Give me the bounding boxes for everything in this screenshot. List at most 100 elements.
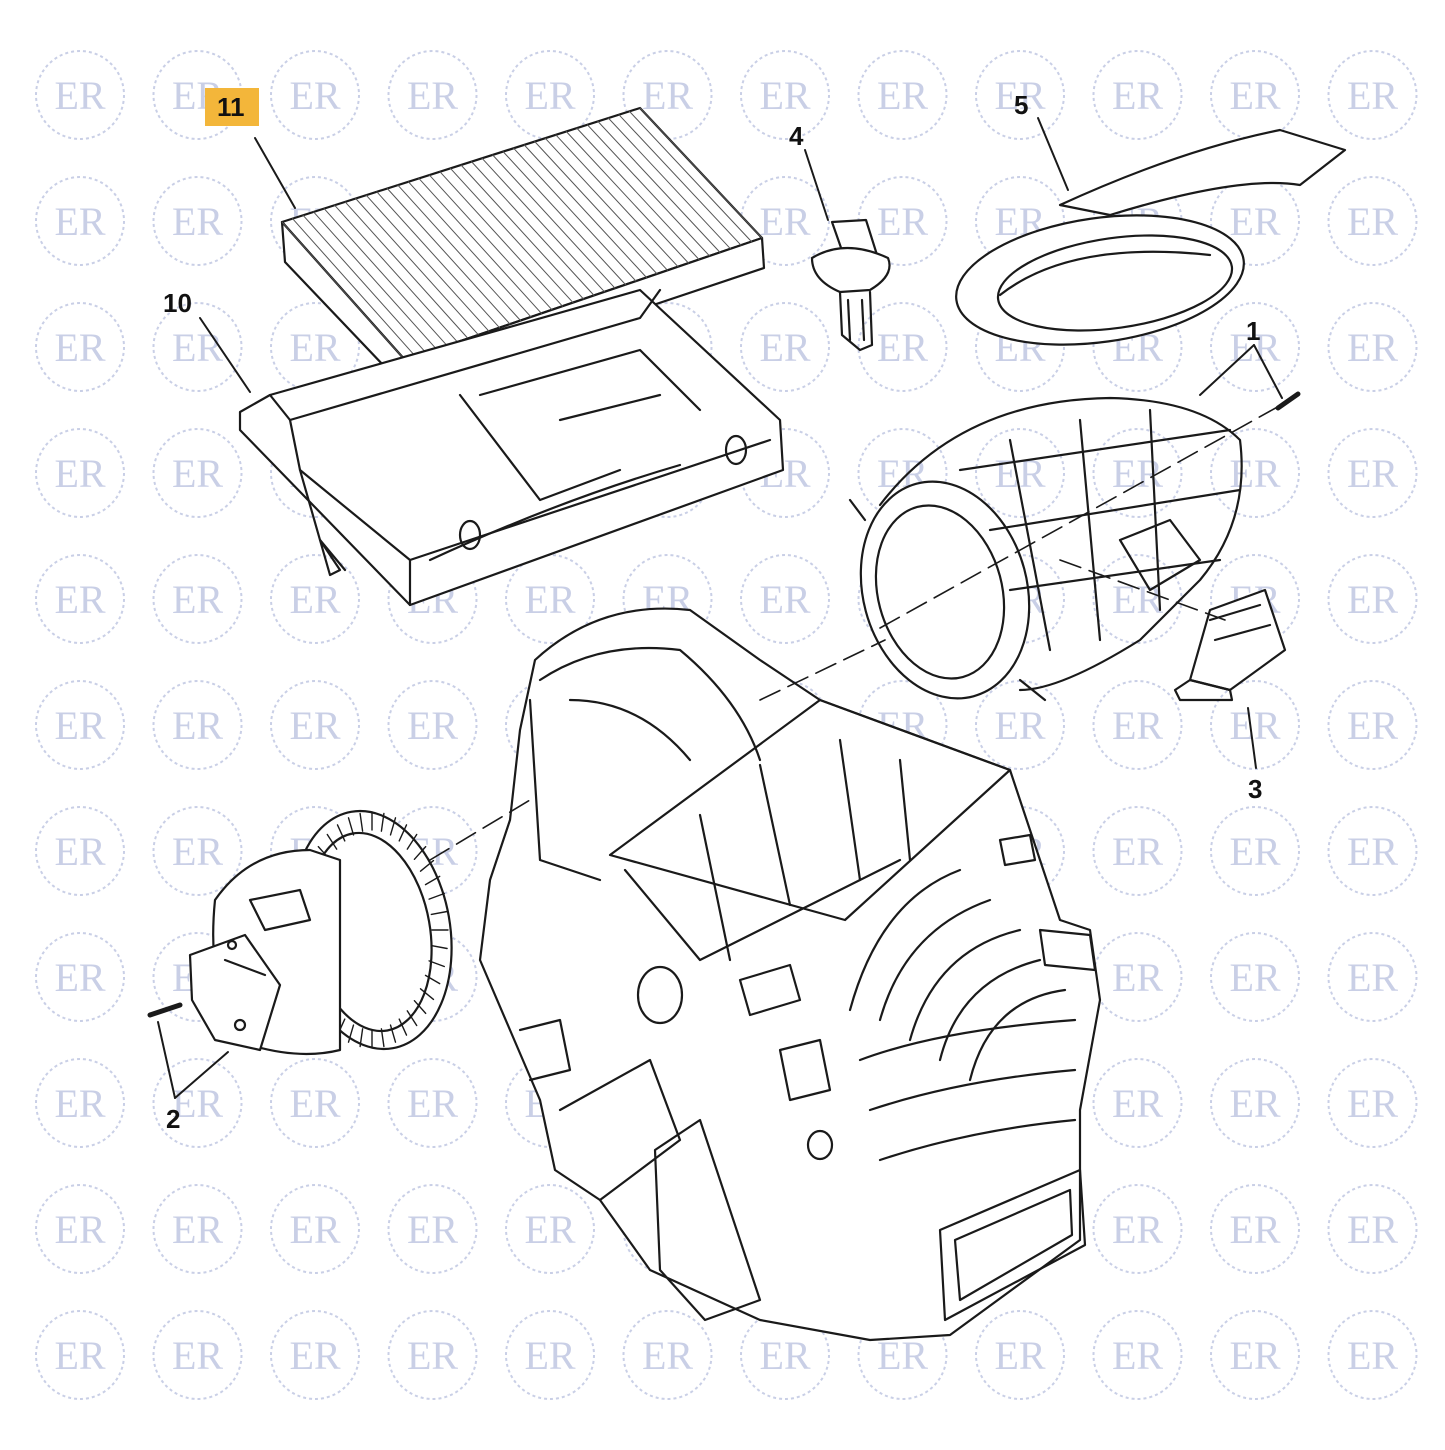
watermark-text: ER xyxy=(54,955,105,1000)
watermark-seal xyxy=(35,176,125,266)
fan-blade xyxy=(389,817,397,836)
watermark-text: ER xyxy=(877,325,928,370)
callout-5: 5 xyxy=(1014,90,1029,120)
watermark-text: ER xyxy=(172,1207,223,1252)
sensor-part xyxy=(810,218,891,352)
watermark-seal xyxy=(622,50,713,140)
fan-blade xyxy=(359,812,364,832)
watermark-seal xyxy=(975,176,1065,266)
fan-blade xyxy=(326,833,338,850)
fan-blade xyxy=(419,988,435,1001)
watermark-text: ER xyxy=(54,199,105,244)
fan-blade xyxy=(406,833,418,850)
watermark-text: ER xyxy=(54,829,105,874)
watermark-seal xyxy=(740,302,830,392)
watermark-text: ER xyxy=(407,703,458,748)
watermark-text: ER xyxy=(1347,1207,1398,1252)
watermark-seal xyxy=(152,1310,243,1400)
watermark-text: ER xyxy=(1112,451,1163,496)
watermark-seal xyxy=(270,1184,360,1274)
watermark-seal xyxy=(270,302,360,392)
watermark-text: ER xyxy=(289,577,340,622)
watermark-text: ER xyxy=(54,325,105,370)
hvac-housing-part xyxy=(478,607,1102,1342)
watermark-seal xyxy=(857,428,948,518)
watermark-seal xyxy=(1092,1058,1183,1148)
watermark-text: ER xyxy=(877,199,928,244)
watermark-seal xyxy=(35,1058,125,1148)
fan-blade xyxy=(359,1028,364,1048)
fan-blade xyxy=(428,892,445,900)
watermark-text: ER xyxy=(1347,451,1398,496)
watermark-text: ER xyxy=(759,325,810,370)
watermark-text: ER xyxy=(994,73,1045,118)
watermark-text: ER xyxy=(172,1081,223,1126)
watermark-text: ER xyxy=(1112,1081,1163,1126)
watermark-seal xyxy=(35,302,125,392)
watermark-seal xyxy=(1092,302,1183,392)
watermark-seal xyxy=(1210,50,1300,140)
watermark-seal xyxy=(1092,680,1183,770)
watermark-text: ER xyxy=(1229,1207,1280,1252)
blower-housing-part xyxy=(848,396,1243,702)
watermark-seal xyxy=(35,50,125,140)
watermark-seal xyxy=(1327,50,1418,140)
watermark-seal xyxy=(152,554,243,644)
watermark-text: ER xyxy=(289,1081,340,1126)
callout-1: 1 xyxy=(1246,316,1261,346)
watermark-text: ER xyxy=(1229,1333,1280,1378)
watermark-seal xyxy=(505,1310,595,1400)
blower-motor-part xyxy=(188,809,453,1056)
watermark-text: ER xyxy=(172,577,223,622)
fan-blade xyxy=(413,1000,427,1015)
watermark-text: ER xyxy=(407,73,458,118)
fan-blade xyxy=(430,944,448,950)
watermark-text: ER xyxy=(172,325,223,370)
watermark-seal xyxy=(1210,554,1300,644)
watermark-text: ER xyxy=(1112,703,1163,748)
watermark-seal xyxy=(1210,932,1300,1022)
watermark-text: ER xyxy=(1347,1081,1398,1126)
fan-blade xyxy=(406,1010,418,1027)
watermark-seal xyxy=(35,932,125,1022)
fan-blade xyxy=(424,875,441,886)
watermark-text: ER xyxy=(1229,955,1280,1000)
callout-11: 11 xyxy=(205,88,259,126)
watermark-seal xyxy=(35,680,125,770)
assembly-guide-lines xyxy=(429,399,1291,861)
watermark-seal xyxy=(505,50,595,140)
watermark-text: ER xyxy=(172,199,223,244)
seal-flap-part xyxy=(955,128,1347,346)
watermark-seal xyxy=(1210,1184,1300,1274)
watermark-text: ER xyxy=(1229,1081,1280,1126)
watermark-seal xyxy=(387,554,478,644)
watermark-seal xyxy=(1092,1184,1183,1274)
watermark-text: ER xyxy=(1112,73,1163,118)
watermark-seal xyxy=(35,1310,125,1400)
watermark-seal xyxy=(740,50,830,140)
watermark-text: ER xyxy=(289,325,340,370)
watermark-text: ER xyxy=(54,1207,105,1252)
filter-housing-part xyxy=(238,288,785,607)
watermark-text: ER xyxy=(1229,451,1280,496)
fan-blade xyxy=(424,974,441,985)
watermark-seal xyxy=(35,1184,125,1274)
watermark-seal xyxy=(1210,680,1300,770)
watermark-seal xyxy=(1327,428,1418,518)
leader-lines xyxy=(157,117,1283,1099)
watermark-seal xyxy=(1327,806,1418,896)
watermark-seal xyxy=(270,1310,360,1400)
callout-3: 3 xyxy=(1248,774,1263,804)
watermark-seal xyxy=(152,176,243,266)
watermark-seal xyxy=(975,50,1065,140)
watermark-seal xyxy=(152,428,243,518)
watermark-seal xyxy=(1210,176,1300,266)
watermark-text: ER xyxy=(877,73,928,118)
fan-blade xyxy=(347,1024,355,1043)
watermark-seal xyxy=(1210,428,1300,518)
watermark-text: ER xyxy=(1347,73,1398,118)
watermark-text: ER xyxy=(642,73,693,118)
watermark-text: ER xyxy=(994,703,1045,748)
